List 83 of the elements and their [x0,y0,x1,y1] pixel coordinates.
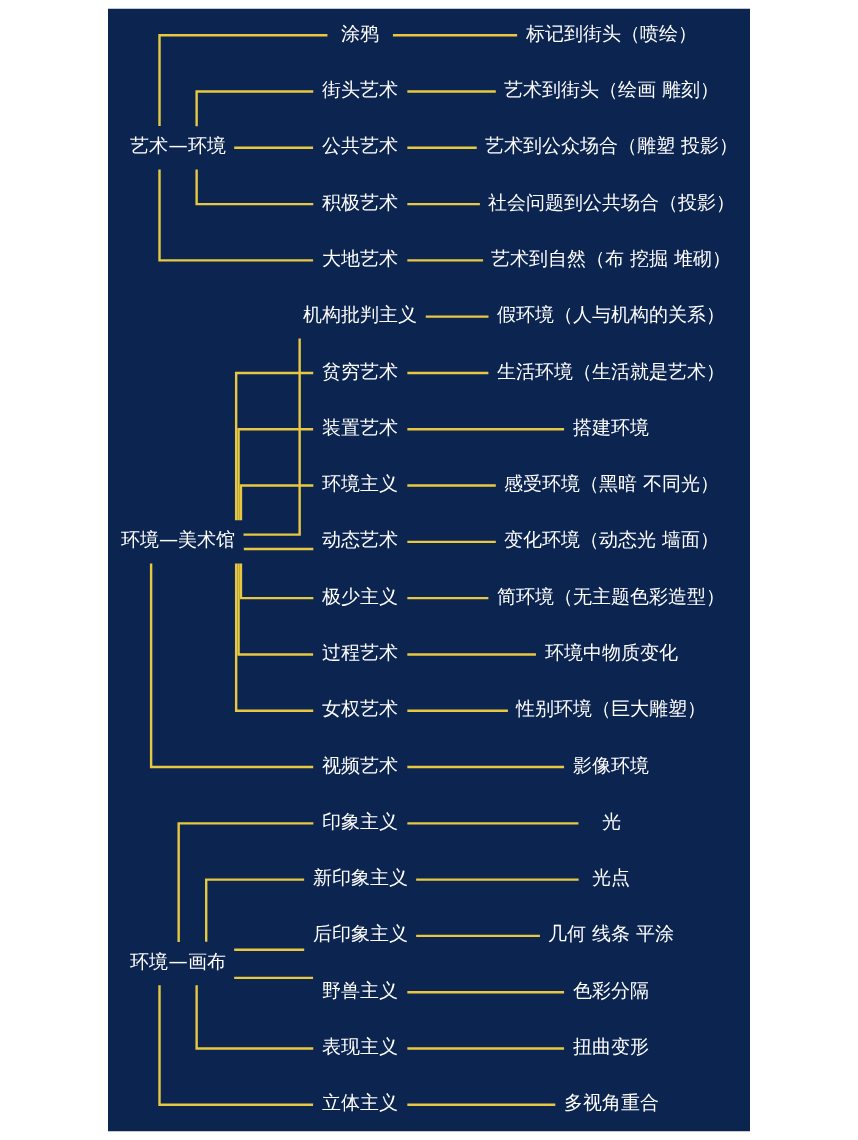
connector [407,484,496,487]
node-text: 环境中物质变化 [544,640,678,664]
connector [234,371,314,521]
connector [239,484,314,521]
connector [407,822,579,825]
connector [407,202,480,206]
connector [407,428,565,431]
node-text: 性别环境（巨大雕塑） [516,697,707,721]
node-text: 野兽主义 [322,978,399,1002]
node-text: 艺术到街头（绘画 雕刻） [503,78,719,102]
node-text: 几何 线条 平涂 [547,922,675,946]
node-text: 艺术—环境 [130,134,226,158]
connector [149,563,314,769]
node-text: 装置艺术 [322,415,399,439]
node-text: 标记到街头（喷绘） [525,21,697,45]
connector [407,371,489,375]
node-text: 环境—美术馆 [120,528,236,552]
connector [243,338,301,536]
node-text: 扭曲变形 [573,1035,650,1059]
node-text: 感受环境（黑暗 不同光） [503,472,719,496]
connector [392,34,518,37]
connector [234,948,305,951]
node-text: 积极艺术 [322,190,399,214]
connector [407,709,508,712]
node-text: 立体主义 [322,1091,399,1115]
connector [407,146,477,149]
node-text: 印象主义 [322,809,399,833]
node-text: 公共艺术 [322,134,399,158]
node-text: 假环境（人与机构的关系） [497,303,726,327]
node-text: 动态艺术 [322,528,399,552]
node-text: 街头艺术 [322,78,399,102]
node-text: 色彩分隔 [573,978,650,1002]
connector [205,878,305,942]
connector [195,90,314,127]
connector [407,90,496,93]
connector [407,991,565,994]
node-text: 变化环境（动态光 墙面） [503,528,719,552]
connector [407,259,484,262]
connector [195,985,314,1050]
node-text: 涂鸦 [341,21,380,45]
connector [239,563,314,600]
node-text: 过程艺术 [322,640,399,664]
node-text: 女权艺术 [322,697,399,721]
connector [407,540,496,544]
node-text: 大地艺术 [322,246,399,270]
connector [407,653,536,656]
connector [158,34,328,127]
node-text: 表现主义 [322,1035,399,1059]
connector [407,596,489,600]
connector [234,146,314,149]
connector [407,765,565,769]
connector [158,985,314,1106]
connector [195,169,314,206]
node-text: 贫穷艺术 [322,359,399,383]
connector [237,428,314,521]
node-text: 后印象主义 [312,922,408,946]
node-text: 视频艺术 [322,753,399,777]
connector [425,315,489,318]
node-text: 光 [601,809,621,833]
node-text: 环境主义 [322,472,399,496]
node-text: 多视角重合 [563,1091,659,1115]
node-text: 生活环境（生活就是艺术） [497,359,726,383]
node-text: 艺术到自然（布 挖掘 堆砌） [490,246,732,270]
node-text: 机构批判主义 [303,303,418,327]
connector [416,878,579,881]
node-text: 搭建环境 [573,415,650,439]
connector [243,547,314,551]
connector [158,169,314,262]
node-text: 光点 [592,866,631,890]
connector [407,1047,565,1050]
node-text: 社会问题到公共场合（投影） [487,190,735,214]
node-text: 新印象主义 [312,866,408,890]
node-text: 极少主义 [322,584,399,608]
connector [177,822,314,942]
node-text: 影像环境 [573,753,650,777]
connector [416,934,540,938]
node-text: 艺术到公众场合（雕塑 投影） [484,134,738,158]
connector [407,1103,556,1106]
connector [234,976,314,980]
node-text: 简环境（无主题色彩造型） [497,584,726,608]
node-text: 环境—画布 [130,950,226,974]
connector [237,563,314,656]
connector [234,563,314,712]
